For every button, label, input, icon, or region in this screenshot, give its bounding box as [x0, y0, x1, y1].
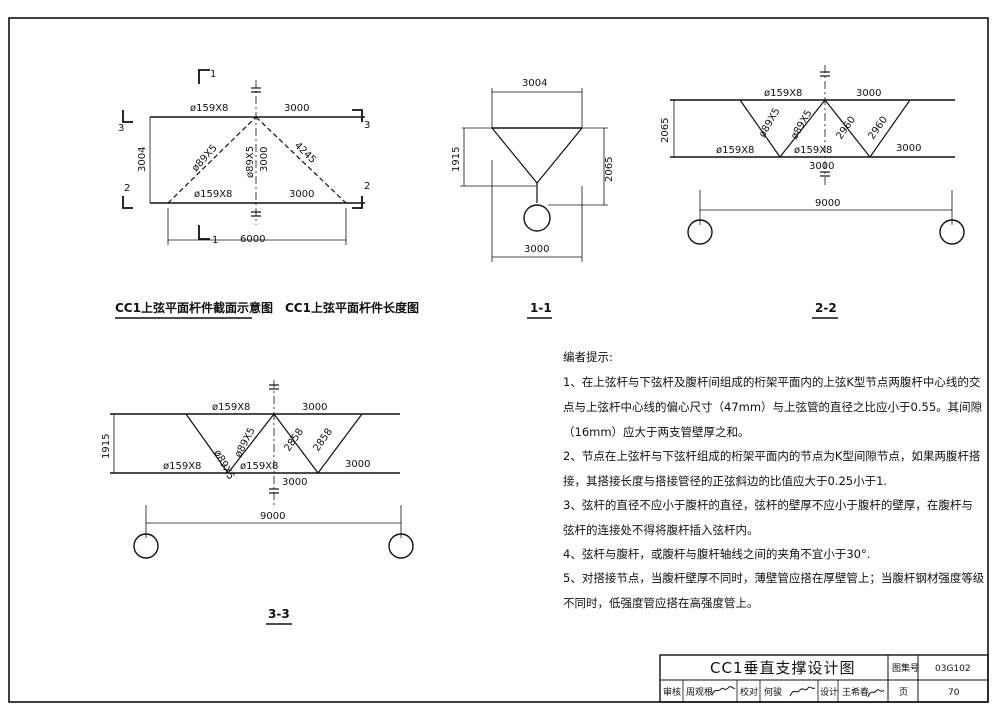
- notes-line: 接，其搭接长度与搭接管径的正弦斜边的比值应大于0.25小于1.: [563, 474, 887, 488]
- notes-line: 5、对搭接节点，当腹杆壁厚不同时，薄壁管应搭在厚壁管上；当腹杆钢材强度等级: [563, 571, 985, 585]
- s33-label-bottom-chord-length-1: 3000: [345, 459, 370, 470]
- notes-line: 3、弦杆的直径不应小于腹杆的直径，弦杆的壁厚不应小于腹杆的壁厚，在腹杆与: [563, 498, 973, 512]
- notes-line: 4、弦杆与腹杆，或腹杆与腹杆轴线之间的夹角不宜小于30°.: [563, 547, 870, 561]
- s33-label-diagonal-length-2: 2858: [311, 427, 335, 454]
- notes-line: （16mm）应大于两支管壁厚之和。: [563, 425, 750, 439]
- checker-name: 何骏: [764, 686, 782, 698]
- title-block: [659, 654, 989, 703]
- s11-label-top-width: 3004: [522, 78, 547, 89]
- drawing-title: CC1垂直支撑设计图: [710, 659, 856, 677]
- notes-line: 弦杆的连接处不得将腹杆插入弦杆内。: [563, 523, 759, 537]
- section-mark-3-right: 3: [364, 120, 370, 131]
- plan-label-left-diagonal-section: ø89X5: [190, 143, 220, 174]
- atlas-label: 图集号: [892, 662, 919, 674]
- s33-label-top-chord-section: ø159X8: [212, 402, 250, 413]
- s22-label-diagonal-length-2: 2960: [866, 115, 890, 142]
- s22-label-bottom-chord-section-1: ø159X8: [716, 145, 754, 156]
- plan-label-height: 3004: [137, 147, 148, 172]
- section-3-3-figure: [110, 380, 414, 559]
- s33-label-bottom-chord-length-2: 3000: [282, 477, 307, 488]
- s33-label-diagonal-2: ø89X5: [233, 426, 258, 459]
- s22-label-bottom-chord-length-2: 3000: [809, 161, 834, 172]
- upper-chord-plan-figure: [122, 69, 365, 245]
- section-2-2-figure: [670, 65, 965, 245]
- notes-title: 编者提示:: [563, 350, 613, 364]
- s22-label-top-chord-section: ø159X8: [764, 88, 802, 99]
- s11-label-bottom-width: 3000: [524, 244, 549, 255]
- review-label: 审核: [663, 686, 681, 698]
- checker-signature: [789, 686, 816, 697]
- s33-label-bottom-chord-section-2: ø159X8: [240, 461, 278, 472]
- s33-label-span: 9000: [260, 511, 285, 522]
- design-label: 设计: [820, 686, 838, 698]
- notes-line: 1、在上弦杆与下弦杆及腹杆间组成的桁架平面内的上弦K型节点两腹杆中心线的交: [563, 375, 981, 389]
- plan-label-bottom-chord-section: ø159X8: [194, 189, 232, 200]
- plan-label-total-length: 6000: [240, 234, 265, 245]
- s22-label-span: 9000: [815, 198, 840, 209]
- s33-caption: 3-3: [268, 607, 290, 621]
- s22-label-top-chord-length: 3000: [856, 88, 881, 99]
- s22-label-diagonal-2: ø89X5: [789, 108, 815, 141]
- s33-label-bottom-chord-section-1: ø159X8: [163, 461, 201, 472]
- section-mark-1-bottom: 1: [212, 235, 218, 246]
- notes-line: 点与上弦杆中心线的偏心尺寸（47mm）与上弦管的直径之比应小于0.55。其间隙: [563, 400, 983, 414]
- plan-caption-section: CC1上弦平面杆件截面示意图: [115, 300, 273, 315]
- atlas-number: 03G102: [935, 664, 971, 674]
- s22-label-bottom-chord-length-1: 3000: [896, 143, 921, 154]
- reviewer-signature: [711, 686, 736, 696]
- section-mark-2-left: 2: [124, 183, 130, 194]
- s22-label-height: 2065: [660, 118, 671, 143]
- section-mark-2-right: 2: [364, 181, 370, 192]
- s22-caption: 2-2: [815, 301, 837, 315]
- reviewer-name: 周观根: [686, 686, 713, 698]
- designer-signature: [867, 689, 885, 698]
- s11-caption: 1-1: [530, 301, 552, 315]
- plan-label-top-chord-length: 3000: [284, 103, 309, 114]
- s22-label-diagonal-1: ø89X5: [757, 106, 783, 139]
- designer-name: 王希春: [842, 686, 869, 698]
- plan-label-center-section: ø89X5: [245, 146, 256, 178]
- plan-label-center-length: 3000: [259, 147, 270, 172]
- section-mark-3-left: 3: [118, 123, 124, 134]
- editor-notes: 编者提示: 1、在上弦杆与下弦杆及腹杆间组成的桁架平面内的上弦K型节点两腹杆中心…: [563, 350, 985, 610]
- plan-caption-length: CC1上弦平面杆件长度图: [285, 300, 419, 315]
- section-1-1-figure: [460, 88, 608, 262]
- s33-label-top-chord-length: 3000: [302, 402, 327, 413]
- sheet-border: [8, 17, 989, 703]
- plan-label-diagonal-length: 4245: [292, 140, 318, 166]
- plan-label-top-chord-section: ø159X8: [190, 103, 228, 114]
- notes-line: 2、节点在上弦杆与下弦杆组成的桁架平面内的节点为K型间隙节点，如果两腹杆搭: [563, 449, 981, 463]
- s11-label-height-right: 2065: [604, 157, 615, 182]
- s22-label-bottom-chord-section-2: ø159X8: [794, 145, 832, 156]
- s33-label-height: 1915: [101, 434, 112, 459]
- plan-label-bottom-chord-length: 3000: [289, 189, 314, 200]
- notes-line: 不同时，低强度管应搭在高强度管上。: [563, 596, 759, 610]
- section-mark-1-top: 1: [210, 69, 216, 80]
- s11-label-height-left: 1915: [451, 147, 462, 172]
- page-label: 页: [899, 687, 908, 698]
- page-number: 70: [948, 688, 960, 698]
- check-label: 校对: [740, 686, 758, 698]
